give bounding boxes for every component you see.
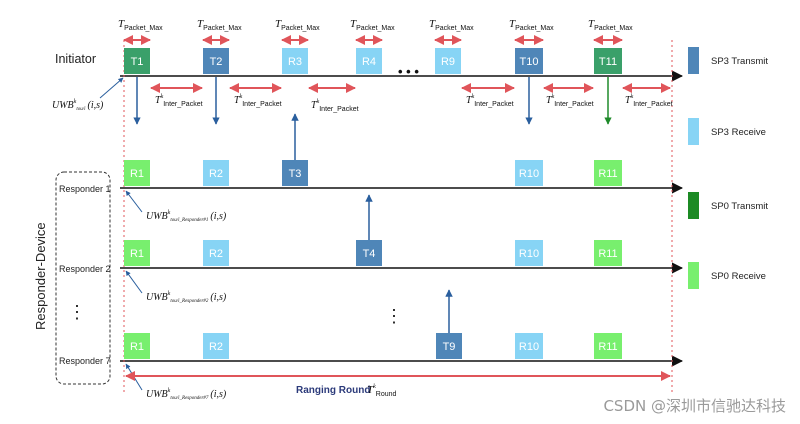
legend-label-sp3-transmit: SP3 Transmit [711, 56, 768, 67]
packet-label: R10 [519, 248, 539, 260]
packet-R10 [515, 240, 543, 266]
packet-label: T1 [131, 56, 144, 68]
packet-T9 [436, 333, 462, 359]
packet-R3 [282, 48, 308, 74]
packet-R1 [124, 240, 150, 266]
responders-vertical-dots: ⋮ [68, 302, 86, 322]
packet-label: R11 [598, 248, 617, 260]
packet-label: R1 [130, 168, 144, 180]
packet-label: R4 [362, 56, 376, 68]
row-label-responder-1: Responder 1 [59, 184, 111, 194]
packet-T1 [124, 48, 150, 74]
legend-label-sp3-receive: SP3 Receive [711, 127, 766, 138]
packet-R1 [124, 160, 150, 186]
packet-label: R1 [130, 341, 144, 353]
packet-R9 [435, 48, 461, 74]
packet-label: R1 [130, 248, 144, 260]
t-packet-max-label: TPacket_Max [588, 18, 633, 32]
packet-R1 [124, 333, 150, 359]
t-packet-max-label: TPacket_Max [197, 18, 242, 32]
middle-vertical-dots: ⋮ [385, 306, 403, 326]
legend-label-sp0-receive: SP0 Receive [711, 271, 766, 282]
legend-swatch-sp0-transmit [688, 192, 699, 219]
packet-label: R11 [598, 341, 617, 353]
packet-R10 [515, 333, 543, 359]
packet-T3 [282, 160, 308, 186]
t-packet-max-label: TPacket_Max [429, 18, 474, 32]
t-round-label: TkRound [367, 384, 397, 398]
t-packet-max-label: TPacket_Max [118, 18, 163, 32]
watermark: CSDN @深圳市信驰达科技 [603, 397, 786, 415]
packet-label: R3 [288, 56, 302, 68]
packet-label: R11 [598, 168, 617, 180]
t-inter-packet-label: TkInter_Packet [546, 94, 594, 108]
packet-T11 [594, 48, 622, 74]
packet-label: T10 [520, 56, 539, 68]
initiator-ellipsis: • • • [398, 64, 419, 79]
uwb-initiator-label: UWBktou/i(i,s) [52, 99, 104, 112]
uwb-responder-7-label: UWBktou/i_Responder#7(i,s) [146, 388, 227, 401]
packet-R11 [594, 333, 622, 359]
row-label-responder-7: Responder 7 [59, 356, 111, 366]
t-inter-packet-annotations: TkInter_Packet TkInter_Packet TkInter_Pa… [150, 83, 673, 113]
row-label-responder-2: Responder 2 [59, 264, 111, 274]
packet-R10 [515, 160, 543, 186]
packet-T2 [203, 48, 229, 74]
packet-label: R10 [519, 168, 539, 180]
packet-R2 [203, 240, 229, 266]
t-packet-max-label: TPacket_Max [275, 18, 320, 32]
initiator-label: Initiator [55, 52, 96, 66]
packet-label: R9 [441, 56, 455, 68]
t-packet-max-label: TPacket_Max [509, 18, 554, 32]
packet-label: T9 [443, 341, 456, 353]
t-packet-max-annotations: TPacket_Max TPacket_Max TPacket_Max TPac… [118, 18, 633, 45]
t-inter-packet-label: TkInter_Packet [466, 94, 514, 108]
packet-label: T2 [210, 56, 223, 68]
t-inter-packet-label: TkInter_Packet [155, 94, 203, 108]
legend-swatch-sp3-receive [688, 118, 699, 145]
responder-group-bracket [55, 171, 111, 385]
uwb-responder-1-pointer [125, 190, 143, 213]
packet-T4 [356, 240, 382, 266]
packet-label: R2 [209, 341, 223, 353]
packet-label: T3 [289, 168, 302, 180]
t-packet-max-label: TPacket_Max [350, 18, 395, 32]
packet-R11 [594, 160, 622, 186]
packet-label: R10 [519, 341, 539, 353]
uwb-responder-2-pointer [125, 270, 143, 294]
t-inter-packet-label: TkInter_Packet [625, 94, 673, 108]
packet-T10 [515, 48, 543, 74]
uwb-initiator-pointer [99, 77, 124, 99]
legend-swatch-sp3-transmit [688, 47, 699, 74]
packet-R2 [203, 160, 229, 186]
packet-R4 [356, 48, 382, 74]
uwb-responder-2-label: UWBktou/i_Responder#2(i,s) [146, 291, 227, 304]
ranging-round-label: Ranging Round [296, 385, 370, 396]
uwb-responder-1-label: UWBktou/i_Responder#1(i,s) [146, 210, 227, 223]
t-inter-packet-label: TkInter_Packet [311, 99, 359, 113]
packet-R11 [594, 240, 622, 266]
t-inter-packet-label: TkInter_Packet [234, 94, 282, 108]
legend-label-sp0-transmit: SP0 Transmit [711, 201, 768, 212]
packet-R2 [203, 333, 229, 359]
legend-swatch-sp0-receive [688, 262, 699, 289]
packet-label: T4 [363, 248, 376, 260]
responder-device-label: Responder-Device [33, 222, 48, 330]
packet-label: R2 [209, 248, 223, 260]
legend: SP3 Transmit SP3 Receive SP0 Transmit SP… [688, 47, 768, 289]
packet-label: R2 [209, 168, 223, 180]
packet-label: T11 [599, 56, 617, 68]
